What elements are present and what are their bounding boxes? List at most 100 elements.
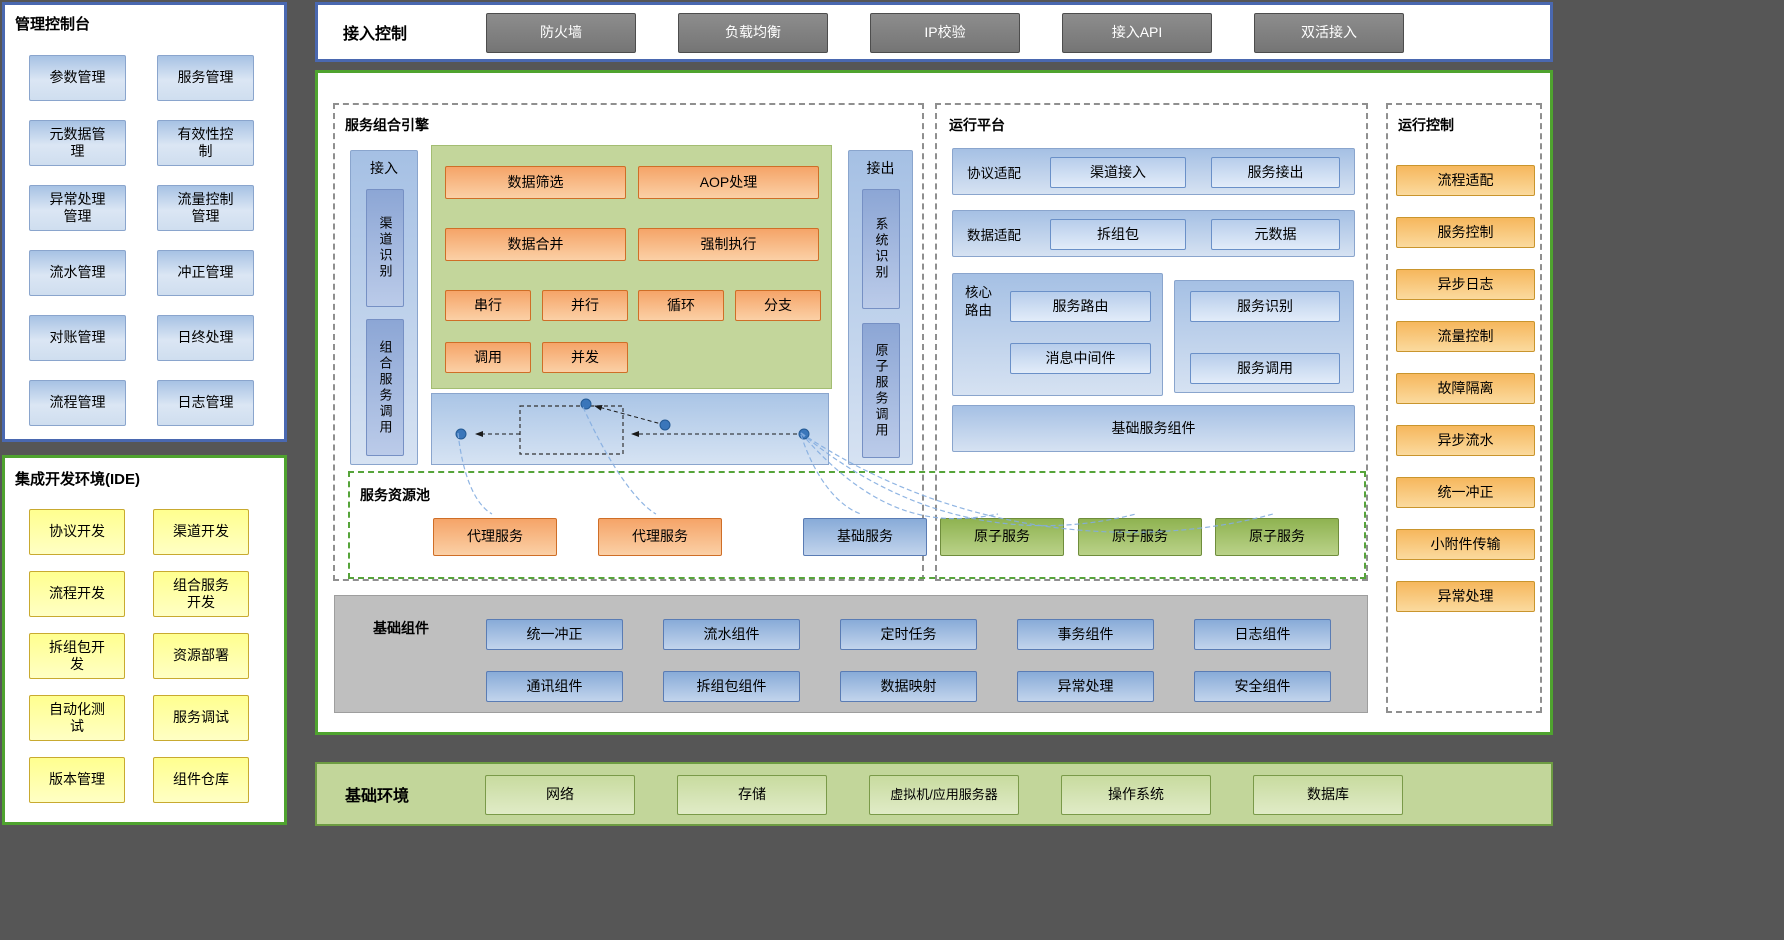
access-item: IP校验 [870,13,1020,53]
outbound-label: 接出 [866,160,895,176]
engine-function-area: 数据筛选 AOP处理 数据合并 强制执行 串行 并行 循环 分支 调用 并发 [431,145,832,389]
base-service-components: 基础服务组件 [952,405,1355,452]
runtime-control-item: 异步日志 [1396,269,1535,300]
basic-components-box: 基础组件 统一冲正 流水组件 定时任务 事务组件 日志组件 通讯组件 拆组包组件… [334,595,1368,713]
runtime-control-item: 流程适配 [1396,165,1535,196]
outbound-item: 原子服务调用 [862,323,900,458]
service-group-box: 服务识别 服务调用 [1174,280,1354,393]
runtime-control-item: 异常处理 [1396,581,1535,612]
runtime-control-item: 异步流水 [1396,425,1535,456]
component-item: 通讯组件 [486,671,623,702]
platform-item: 元数据 [1211,219,1340,250]
runtime-control-item: 小附件传输 [1396,529,1535,560]
base-environment-bar: 基础环境 网络 存储 虚拟机/应用服务器 操作系统 数据库 [315,762,1553,826]
service-engine-title: 服务组合引擎 [345,117,429,133]
basic-components-title: 基础组件 [373,620,429,636]
runtime-control-title: 运行控制 [1398,117,1454,133]
ide-title: 集成开发环境(IDE) [15,471,140,488]
flow-op: 并行 [542,290,628,321]
inbound-item: 渠道识别 [366,189,404,307]
basic-components-row1: 统一冲正 流水组件 定时任务 事务组件 日志组件 [486,619,1331,650]
engine-function: AOP处理 [638,166,819,199]
platform-item: 渠道接入 [1050,157,1186,188]
platform-item: 拆组包 [1050,219,1186,250]
management-console-panel: 管理控制台 参数管理 服务管理 元数据管理 有效性控制 异常处理管理 流量控制管… [2,2,287,442]
platform-item: 服务调用 [1190,353,1340,384]
flow-op: 循环 [638,290,724,321]
ide-item: 服务调试 [153,695,249,741]
runtime-control-item: 统一冲正 [1396,477,1535,508]
component-item: 定时任务 [840,619,977,650]
inbound-label: 接入 [370,160,398,176]
environment-item: 数据库 [1253,775,1403,815]
platform-item: 服务识别 [1190,291,1340,322]
ide-item: 组合服务开发 [153,571,249,617]
environment-item: 存储 [677,775,827,815]
ide-item: 资源部署 [153,633,249,679]
ide-item: 流程开发 [29,571,125,617]
environment-item: 虚拟机/应用服务器 [869,775,1019,815]
engine-function: 强制执行 [638,228,819,261]
base-environment-title: 基础环境 [345,788,410,805]
component-item: 安全组件 [1194,671,1331,702]
core-routing-label: 核心路由 [965,285,992,319]
component-item: 数据映射 [840,671,977,702]
component-item: 拆组包组件 [663,671,800,702]
data-adapter-label: 数据适配 [967,227,1021,243]
platform-item: 服务接出 [1211,157,1340,188]
service-pool-title: 服务资源池 [360,487,430,503]
management-console-title: 管理控制台 [15,16,91,33]
console-item: 有效性控制 [157,120,254,166]
runtime-platform-title: 运行平台 [949,117,1005,133]
console-item: 冲正管理 [157,250,254,296]
access-control-title: 接入控制 [343,26,408,43]
console-item: 服务管理 [157,55,254,101]
environment-item: 操作系统 [1061,775,1211,815]
data-adapter-row: 数据适配 拆组包 元数据 [952,210,1355,257]
ide-item: 协议开发 [29,509,125,555]
pool-base-service: 基础服务 [803,518,927,556]
engine-inbound: 接入 渠道识别 组合服务调用 [350,150,418,465]
console-item: 异常处理管理 [29,185,126,231]
component-item: 异常处理 [1017,671,1154,702]
runtime-platform-box: 运行平台 协议适配 渠道接入 服务接出 数据适配 拆组包 元数据 核心路由 服务… [935,103,1368,581]
engine-outbound: 接出 系统识别 原子服务调用 [848,150,913,465]
runtime-control-item: 流量控制 [1396,321,1535,352]
component-item: 日志组件 [1194,619,1331,650]
protocol-adapter-row: 协议适配 渠道接入 服务接出 [952,148,1355,195]
pool-atomic-service: 原子服务 [1078,518,1202,556]
console-item: 元数据管理 [29,120,126,166]
console-item: 流水管理 [29,250,126,296]
console-item: 参数管理 [29,55,126,101]
ide-item: 渠道开发 [153,509,249,555]
basic-components-row2: 通讯组件 拆组包组件 数据映射 异常处理 安全组件 [486,671,1331,702]
runtime-control-list: 流程适配 服务控制 异步日志 流量控制 故障隔离 异步流水 统一冲正 小附件传输… [1396,165,1535,612]
pool-proxy-service: 代理服务 [598,518,722,556]
platform-item: 消息中间件 [1010,343,1151,374]
ide-item: 拆组包开发 [29,633,125,679]
access-item: 负载均衡 [678,13,828,53]
console-item: 日终处理 [157,315,254,361]
environment-item: 网络 [485,775,635,815]
engine-function: 数据筛选 [445,166,626,199]
component-item: 统一冲正 [486,619,623,650]
access-item: 防火墙 [486,13,636,53]
engine-function: 数据合并 [445,228,626,261]
access-item: 双活接入 [1254,13,1404,53]
pool-atomic-service: 原子服务 [940,518,1064,556]
ide-item: 组件仓库 [153,757,249,803]
flow-op: 串行 [445,290,531,321]
flow-op: 分支 [735,290,821,321]
platform-item: 服务路由 [1010,291,1151,322]
console-item: 对账管理 [29,315,126,361]
ide-item: 版本管理 [29,757,125,803]
access-control-panel: 接入控制 防火墙 负载均衡 IP校验 接入API 双活接入 [315,2,1553,62]
flow-op: 并发 [542,342,628,373]
component-item: 流水组件 [663,619,800,650]
platform-panel: 服务组合引擎 接入 渠道识别 组合服务调用 数据筛选 AOP处理 数据合并 强制… [315,70,1553,735]
outbound-item: 系统识别 [862,189,900,309]
flow-diagram-graphic [455,398,810,455]
console-item: 流量控制管理 [157,185,254,231]
inbound-item: 组合服务调用 [366,319,404,456]
